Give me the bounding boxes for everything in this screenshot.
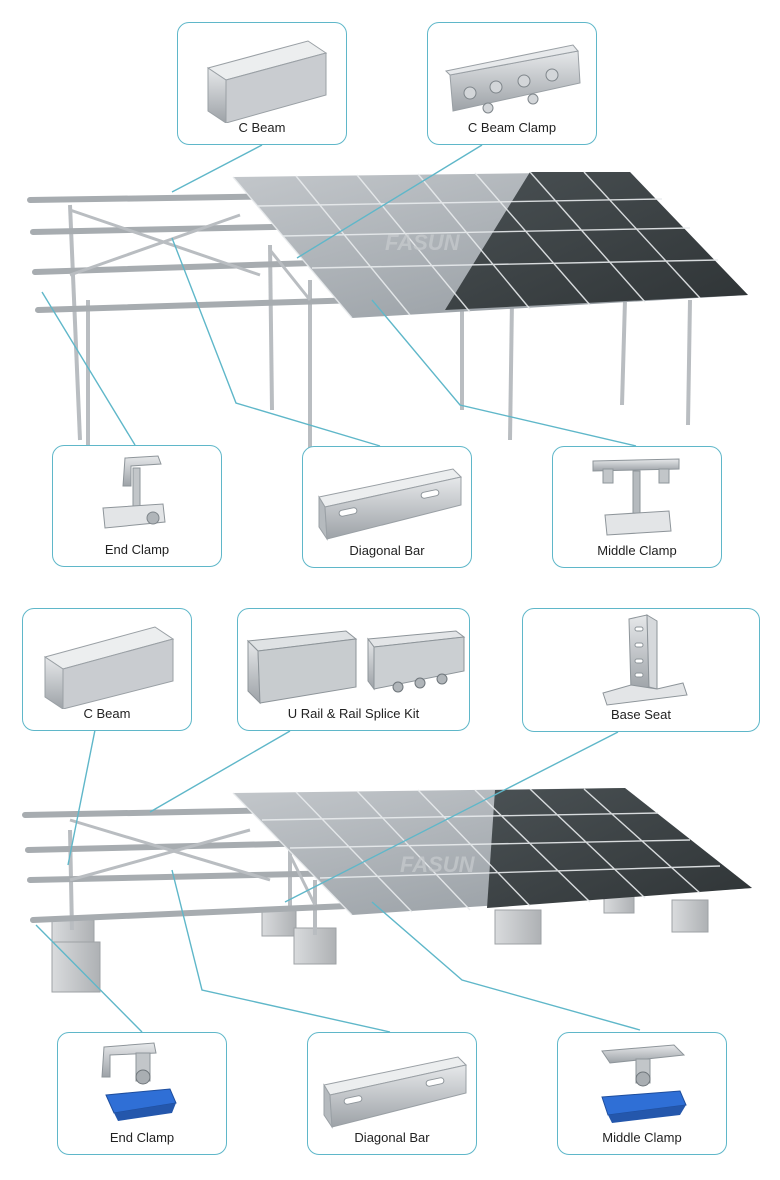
callout-middle-clamp-top: Middle Clamp — [552, 446, 722, 568]
leader-u-rail-bottom — [149, 730, 291, 813]
callout-c-beam-bottom: C Beam — [22, 608, 192, 731]
leader-middle-clamp-top — [371, 299, 637, 447]
leader-base-seat-bottom — [284, 731, 619, 903]
c-beam-clamp-icon — [444, 44, 581, 114]
callout-c-beam-top: C Beam — [177, 22, 347, 145]
label-u-rail-splice-bottom: U Rail & Rail Splice Kit — [287, 706, 420, 721]
leader-diagonal-bar-bottom — [171, 869, 391, 1033]
callout-end-clamp-bottom: End Clamp — [57, 1032, 227, 1155]
callout-diagonal-bar-bottom: Diagonal Bar — [307, 1032, 477, 1155]
end-clamp-icon — [102, 455, 166, 529]
callout-u-rail-splice-bottom: U Rail & Rail Splice Kit — [237, 608, 470, 731]
label-c-beam-clamp-top: C Beam Clamp — [467, 120, 557, 135]
leader-end-clamp-bottom — [35, 924, 143, 1033]
leader-c-beam-bottom — [67, 729, 96, 866]
concrete-blocks — [51, 894, 709, 993]
u-rail-splice-kit-icon — [246, 630, 466, 705]
brand-watermark-bottom: FASUN — [400, 852, 476, 877]
middle-clamp-icon — [601, 1044, 687, 1123]
label-c-beam-bottom: C Beam — [83, 706, 131, 721]
label-middle-clamp-bottom: Middle Clamp — [602, 1130, 682, 1145]
label-base-seat-bottom: Base Seat — [611, 707, 671, 722]
brand-watermark-top: FASUN — [385, 230, 461, 255]
leader-c-beam-top — [171, 144, 263, 193]
top-structure-illustration: FASUN — [27, 171, 748, 470]
callout-middle-clamp-bottom: Middle Clamp — [557, 1032, 727, 1155]
callout-base-seat-bottom: Base Seat — [522, 608, 760, 732]
callout-c-beam-clamp-top: C Beam Clamp — [427, 22, 597, 145]
callout-end-clamp-top: End Clamp — [52, 445, 222, 567]
leader-c-beam-clamp-top — [296, 144, 483, 259]
end-clamp-icon — [101, 1042, 177, 1121]
c-beam-icon — [43, 626, 175, 709]
c-beam-icon — [206, 40, 328, 123]
middle-clamp-icon — [592, 458, 680, 536]
diagonal-bar-icon — [318, 468, 462, 541]
leader-middle-clamp-bottom — [371, 901, 641, 1031]
leader-end-clamp-top — [41, 291, 136, 446]
label-end-clamp-bottom: End Clamp — [109, 1130, 175, 1145]
leader-lines — [35, 144, 641, 1033]
label-end-clamp-top: End Clamp — [104, 542, 170, 557]
leader-diagonal-bar-top — [171, 237, 381, 447]
label-diagonal-bar-top: Diagonal Bar — [349, 543, 425, 558]
base-seat-icon — [602, 614, 688, 706]
label-diagonal-bar-bottom: Diagonal Bar — [354, 1130, 430, 1145]
label-middle-clamp-top: Middle Clamp — [597, 543, 677, 558]
diagonal-bar-icon — [323, 1056, 467, 1129]
label-c-beam-top: C Beam — [238, 120, 286, 135]
bottom-structure-illustration: FASUN — [22, 788, 752, 993]
callout-diagonal-bar-top: Diagonal Bar — [302, 446, 472, 568]
